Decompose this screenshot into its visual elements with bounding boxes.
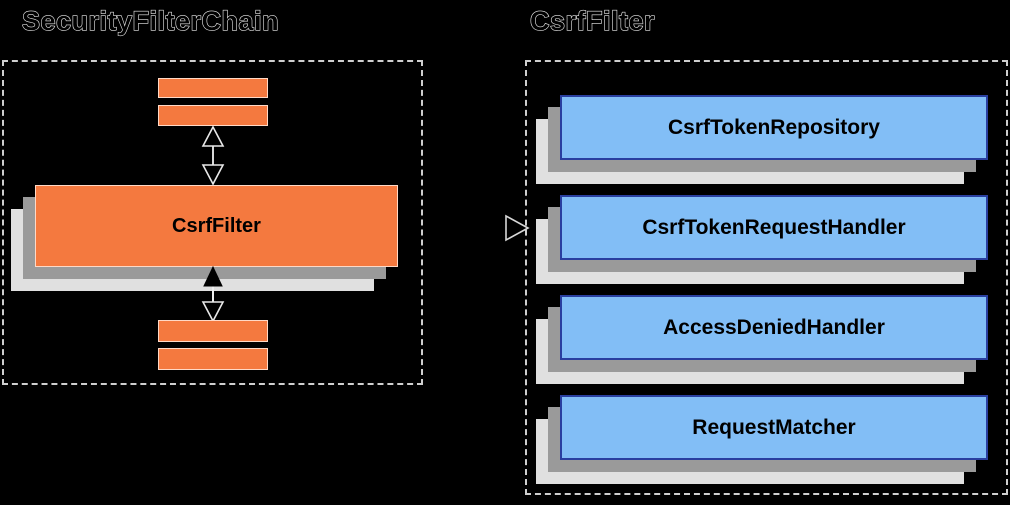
node-csrftokenrepository[interactable]: CsrfTokenRepository bbox=[536, 95, 988, 184]
filter-bar-top-2 bbox=[158, 105, 268, 126]
node-csrf-filter[interactable]: CsrfFilter bbox=[11, 185, 398, 291]
node-label: AccessDeniedHandler bbox=[560, 295, 988, 360]
filter-bar-bottom-1 bbox=[158, 320, 268, 342]
node-csrf-filter-label: CsrfFilter bbox=[35, 185, 398, 267]
connector-lower-arrow bbox=[200, 265, 226, 323]
node-label: CsrfTokenRequestHandler bbox=[560, 195, 988, 260]
filter-bar-bottom-2 bbox=[158, 348, 268, 370]
container-csrf-filter bbox=[525, 60, 1008, 495]
realization-arrowhead-icon bbox=[505, 214, 530, 242]
connector-upper-arrow bbox=[200, 125, 226, 186]
container-security-filter-chain bbox=[2, 60, 423, 385]
node-label: CsrfTokenRepository bbox=[560, 95, 988, 160]
node-requestmatcher[interactable]: RequestMatcher bbox=[536, 395, 988, 484]
node-label: RequestMatcher bbox=[560, 395, 988, 460]
node-accessdeniedhandler[interactable]: AccessDeniedHandler bbox=[536, 295, 988, 384]
panel-title-csrf-filter: CsrfFilter bbox=[529, 6, 656, 36]
filter-bar-top-1 bbox=[158, 78, 268, 98]
panel-title-security-filter-chain: SecurityFilterChain bbox=[21, 6, 280, 36]
node-csrftokenrequesthandler[interactable]: CsrfTokenRequestHandler bbox=[536, 195, 988, 284]
